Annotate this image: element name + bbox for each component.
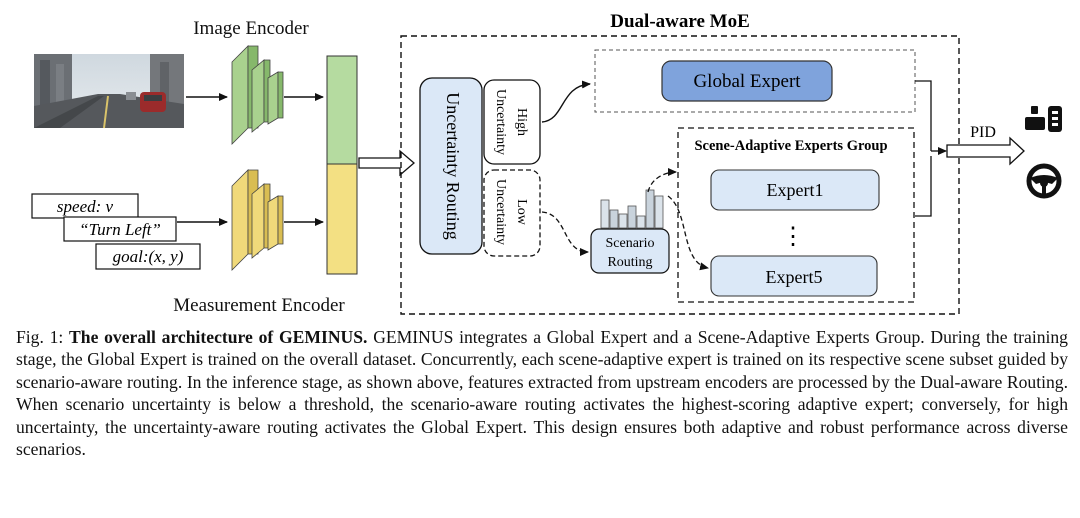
image-feature-bar <box>326 55 358 165</box>
high-uncertainty-box <box>483 79 541 165</box>
histogram-icon <box>600 189 664 229</box>
scene-adaptive-group-box <box>677 127 915 303</box>
low-to-scenario-arrow <box>541 211 589 256</box>
caption-prefix: Fig. 1: <box>16 327 70 347</box>
scenario-to-expert-arrow <box>667 195 709 271</box>
caption-text: GEMINUS integrates a Global Expert and a… <box>16 327 1068 460</box>
expert-top-block <box>710 169 880 211</box>
measurement-encoder-label: Measurement Encoder <box>173 295 345 316</box>
uncertainty-routing-label: Uncertainty Routing <box>443 92 463 239</box>
figure-caption: Fig. 1: The overall architecture of GEMI… <box>16 326 1068 460</box>
scene-group-title: Scene-Adaptive Experts Group <box>694 138 887 154</box>
measurement-feature-bar <box>326 163 358 275</box>
pedal-icon <box>1025 106 1062 132</box>
dual-aware-moe-box <box>400 35 960 315</box>
expert-top-label: Expert1 <box>767 180 824 200</box>
pid-label: PID <box>970 124 996 141</box>
steering-wheel-icon <box>1026 163 1062 199</box>
expert-dots: ⋮ <box>781 224 805 250</box>
caption-bold: The overall architecture of GEMINUS. <box>69 327 368 347</box>
speed-text: speed: v <box>57 197 114 216</box>
low-uncertainty-line2: Uncertainty <box>493 179 508 245</box>
global-expert-block <box>661 60 833 102</box>
scenario-routing-line2: Routing <box>607 255 652 270</box>
expert-bottom-label: Expert5 <box>766 267 823 287</box>
scenario-routing-block <box>590 228 670 274</box>
feature-to-moe-arrow <box>358 149 415 177</box>
uncertainty-routing-block <box>419 77 483 255</box>
high-uncertainty-line1: High <box>514 108 529 136</box>
road-scene-image <box>34 54 184 129</box>
low-uncertainty-line1: Low <box>514 199 529 226</box>
command-text: “Turn Left” <box>79 220 161 239</box>
high-to-global-arrow <box>541 80 591 123</box>
goal-text: goal:(x, y) <box>113 247 184 266</box>
architecture-figure: Image Encoder speed: v “Turn Left” goa <box>31 11 1062 316</box>
goal-input-box: goal:(x, y) <box>95 243 201 270</box>
scenario-to-group-arrow <box>647 168 677 193</box>
measurement-encoder-block <box>231 169 284 271</box>
low-uncertainty-box <box>483 169 541 257</box>
image-encoder-label: Image Encoder <box>193 18 309 39</box>
image-encoder-block <box>231 45 284 145</box>
speed-input-box: speed: v <box>31 193 139 219</box>
global-expert-label: Global Expert <box>693 71 801 92</box>
pid-arrow <box>946 136 1025 166</box>
group-output-line <box>915 156 932 217</box>
high-uncertainty-line2: Uncertainty <box>493 89 508 155</box>
moe-title: Dual-aware MoE <box>610 11 750 32</box>
scenario-routing-line1: Scenario <box>606 236 655 251</box>
command-input-box: “Turn Left” <box>63 216 177 242</box>
global-output-line <box>915 80 932 151</box>
expert-bottom-block <box>710 255 878 297</box>
